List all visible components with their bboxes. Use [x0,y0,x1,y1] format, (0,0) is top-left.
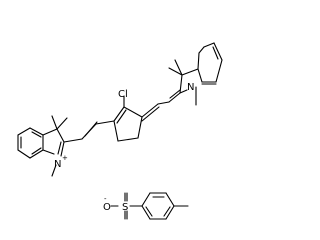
tosylate-anion [110,192,189,220]
chloro-label: Cl [118,89,128,100]
sulfonate-oxygen-label: O [103,202,111,213]
indoline-nitrogen-label: N [187,82,194,93]
indolium-charge-label: + [62,154,68,162]
right-indoline-unit [168,42,223,106]
left-indolium-unit [17,115,68,177]
polymethine-bridge [63,89,181,143]
chemical-structure: N + Cl N O - S [17,42,223,220]
sulfonate-charge-label: - [104,195,107,203]
indolium-nitrogen-label: N [54,159,61,170]
sulfur-label: S [122,202,128,213]
